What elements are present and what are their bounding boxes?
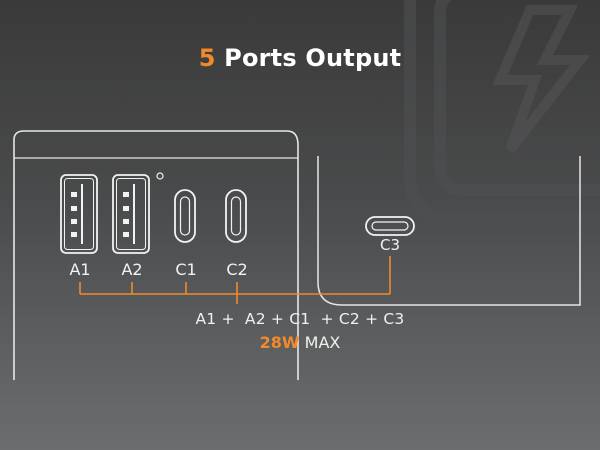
left-device-outline (13, 130, 299, 380)
port-label-c1: C1 (175, 260, 197, 279)
title-number: 5 (198, 44, 216, 72)
max-wattage: 28W (259, 333, 300, 352)
title-text: Ports Output (224, 44, 402, 72)
port-label-c3: C3 (379, 236, 401, 254)
usb-c-port-c3-icon (365, 216, 415, 236)
page-title: 5 Ports Output (0, 44, 600, 72)
port-label-a2: A2 (121, 260, 143, 279)
usb-c-port-c2-icon (225, 189, 247, 243)
output-formula: A1 + A2 + C1 + C2 + C3 (195, 310, 405, 328)
usb-a-port-a1-icon (60, 174, 98, 254)
port-label-c2: C2 (226, 260, 248, 279)
usb-a-port-a2-icon (112, 174, 150, 254)
max-output-line: 28W MAX (0, 333, 600, 352)
port-label-a1: A1 (69, 260, 91, 279)
usb-c-port-c1-icon (174, 189, 196, 243)
port-connector-lines (79, 256, 391, 304)
max-label: MAX (304, 333, 341, 352)
indicator-led-icon (156, 172, 164, 180)
right-device-outline (317, 156, 581, 306)
